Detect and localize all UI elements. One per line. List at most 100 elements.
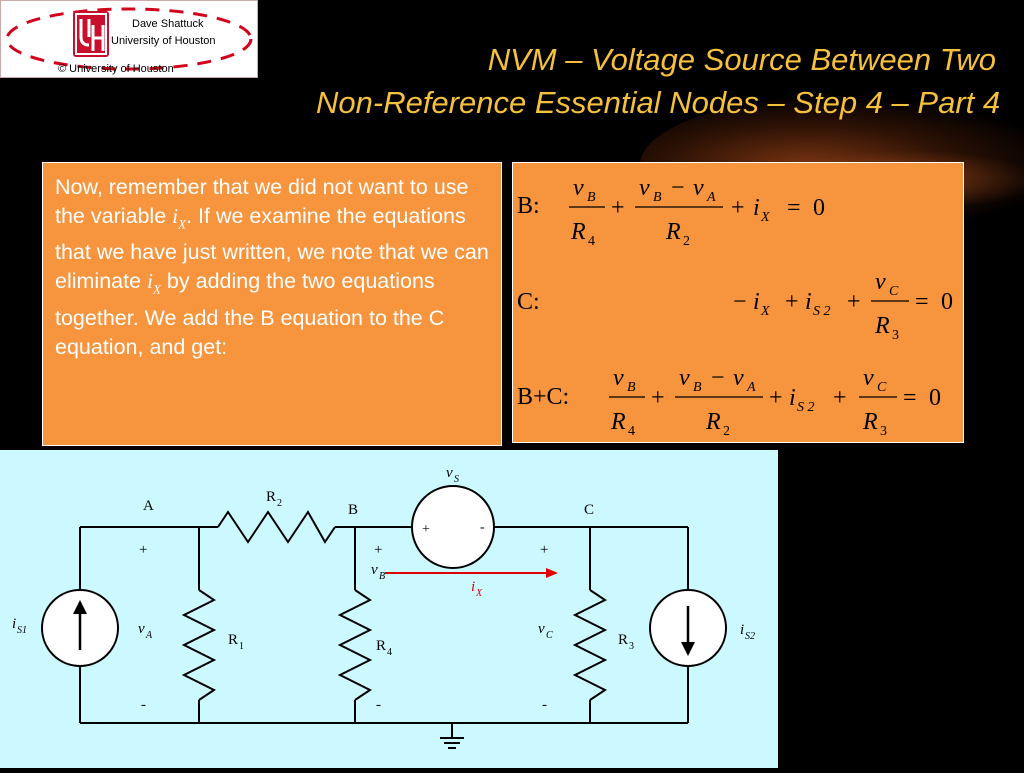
- svg-text:+: +: [769, 385, 783, 411]
- svg-text:R: R: [266, 489, 276, 505]
- svg-text:4: 4: [628, 424, 635, 439]
- svg-text:v: v: [875, 269, 886, 295]
- svg-text:A: A: [746, 380, 756, 395]
- node-label-a: A: [143, 498, 154, 514]
- slide-title-line1: NVM – Voltage Source Between Two: [487, 42, 996, 77]
- svg-text:+: +: [611, 195, 625, 221]
- svg-text:0: 0: [813, 195, 825, 221]
- svg-text:R: R: [228, 632, 238, 648]
- svg-text:+: +: [731, 195, 745, 221]
- svg-text:-: -: [480, 520, 485, 535]
- polarity-minus-a: -: [141, 697, 146, 713]
- svg-text:1: 1: [239, 641, 244, 652]
- logo-author: Dave Shattuck: [132, 18, 204, 30]
- svg-text:R: R: [376, 638, 386, 654]
- svg-text:S2: S2: [745, 631, 755, 642]
- svg-text:R: R: [570, 219, 586, 245]
- svg-text:+: +: [833, 385, 847, 411]
- svg-text:i: i: [789, 385, 796, 411]
- explanation-part2: . If we examine the equations that we ha…: [55, 204, 489, 294]
- svg-text:R: R: [862, 409, 878, 435]
- explanation-part1: Now, remember that we did not want to us…: [55, 175, 469, 228]
- svg-text:i: i: [740, 622, 744, 638]
- svg-text:i: i: [12, 616, 16, 632]
- explanation-text-box: Now, remember that we did not want to us…: [42, 162, 502, 446]
- logo-copyright: © University of Houston: [58, 63, 174, 75]
- svg-text:v: v: [693, 175, 704, 201]
- svg-text:B: B: [587, 190, 596, 205]
- university-logo-box: Dave Shattuck University of Houston © Un…: [0, 0, 258, 78]
- svg-text:+: +: [651, 385, 665, 411]
- svg-text:0: 0: [941, 289, 953, 315]
- svg-text:S 2: S 2: [797, 400, 815, 415]
- svg-text:0: 0: [929, 385, 941, 411]
- polarity-plus-b: +: [374, 542, 382, 558]
- svg-text:R: R: [874, 313, 890, 339]
- slide-title-line2: Non-Reference Essential Nodes – Step 4 –…: [316, 85, 1001, 120]
- svg-text:R: R: [610, 409, 626, 435]
- resistor-r3: [572, 589, 608, 701]
- svg-text:B: B: [379, 571, 385, 582]
- polarity-minus-c: -: [542, 697, 547, 713]
- svg-text:R: R: [618, 632, 628, 648]
- current-ix-arrow: [385, 568, 558, 578]
- variable-ix-2: iX: [147, 269, 161, 297]
- resistor-r1: [181, 589, 217, 701]
- polarity-plus-a: +: [139, 542, 147, 558]
- svg-text:4: 4: [387, 647, 392, 658]
- svg-text:B: B: [653, 190, 662, 205]
- svg-text:+: +: [422, 522, 430, 537]
- logo-oval: [5, 7, 253, 71]
- svg-text:X: X: [760, 210, 770, 225]
- svg-text:C: C: [546, 630, 553, 641]
- svg-text:v: v: [138, 621, 145, 637]
- svg-text:X: X: [760, 304, 770, 319]
- svg-text:v: v: [679, 365, 690, 391]
- svg-text:S: S: [454, 474, 459, 485]
- svg-text:2: 2: [723, 424, 730, 439]
- svg-text:=: =: [903, 385, 917, 411]
- svg-text:=: =: [787, 195, 801, 221]
- slide-title: NVM – Voltage Source Between Two Non-Ref…: [316, 38, 1001, 124]
- svg-text:−: −: [711, 365, 725, 391]
- svg-text:3: 3: [880, 424, 887, 439]
- svg-text:v: v: [446, 465, 453, 481]
- svg-text:S 2: S 2: [813, 304, 831, 319]
- svg-text:B: B: [693, 380, 702, 395]
- svg-text:R: R: [705, 409, 721, 435]
- svg-text:i: i: [753, 195, 760, 221]
- svg-text:R: R: [665, 219, 681, 245]
- svg-text:=: =: [915, 289, 929, 315]
- svg-text:v: v: [639, 175, 650, 201]
- equation-label-b: B:: [517, 193, 540, 219]
- svg-text:i: i: [805, 289, 812, 315]
- explanation-part3: by adding the two equations together. We…: [55, 269, 445, 359]
- svg-text:i: i: [471, 579, 475, 595]
- svg-text:A: A: [145, 630, 153, 641]
- svg-text:v: v: [371, 562, 378, 578]
- svg-text:C: C: [889, 284, 899, 299]
- svg-text:X: X: [475, 588, 483, 599]
- svg-text:v: v: [863, 365, 874, 391]
- circuit-wires: [79, 526, 689, 749]
- svg-text:3: 3: [629, 641, 634, 652]
- resistor-r2: [217, 510, 336, 544]
- svg-text:i: i: [753, 289, 760, 315]
- polarity-plus-c: +: [540, 542, 548, 558]
- svg-text:4: 4: [588, 234, 595, 249]
- svg-text:A: A: [706, 190, 716, 205]
- svg-text:+: +: [847, 289, 861, 315]
